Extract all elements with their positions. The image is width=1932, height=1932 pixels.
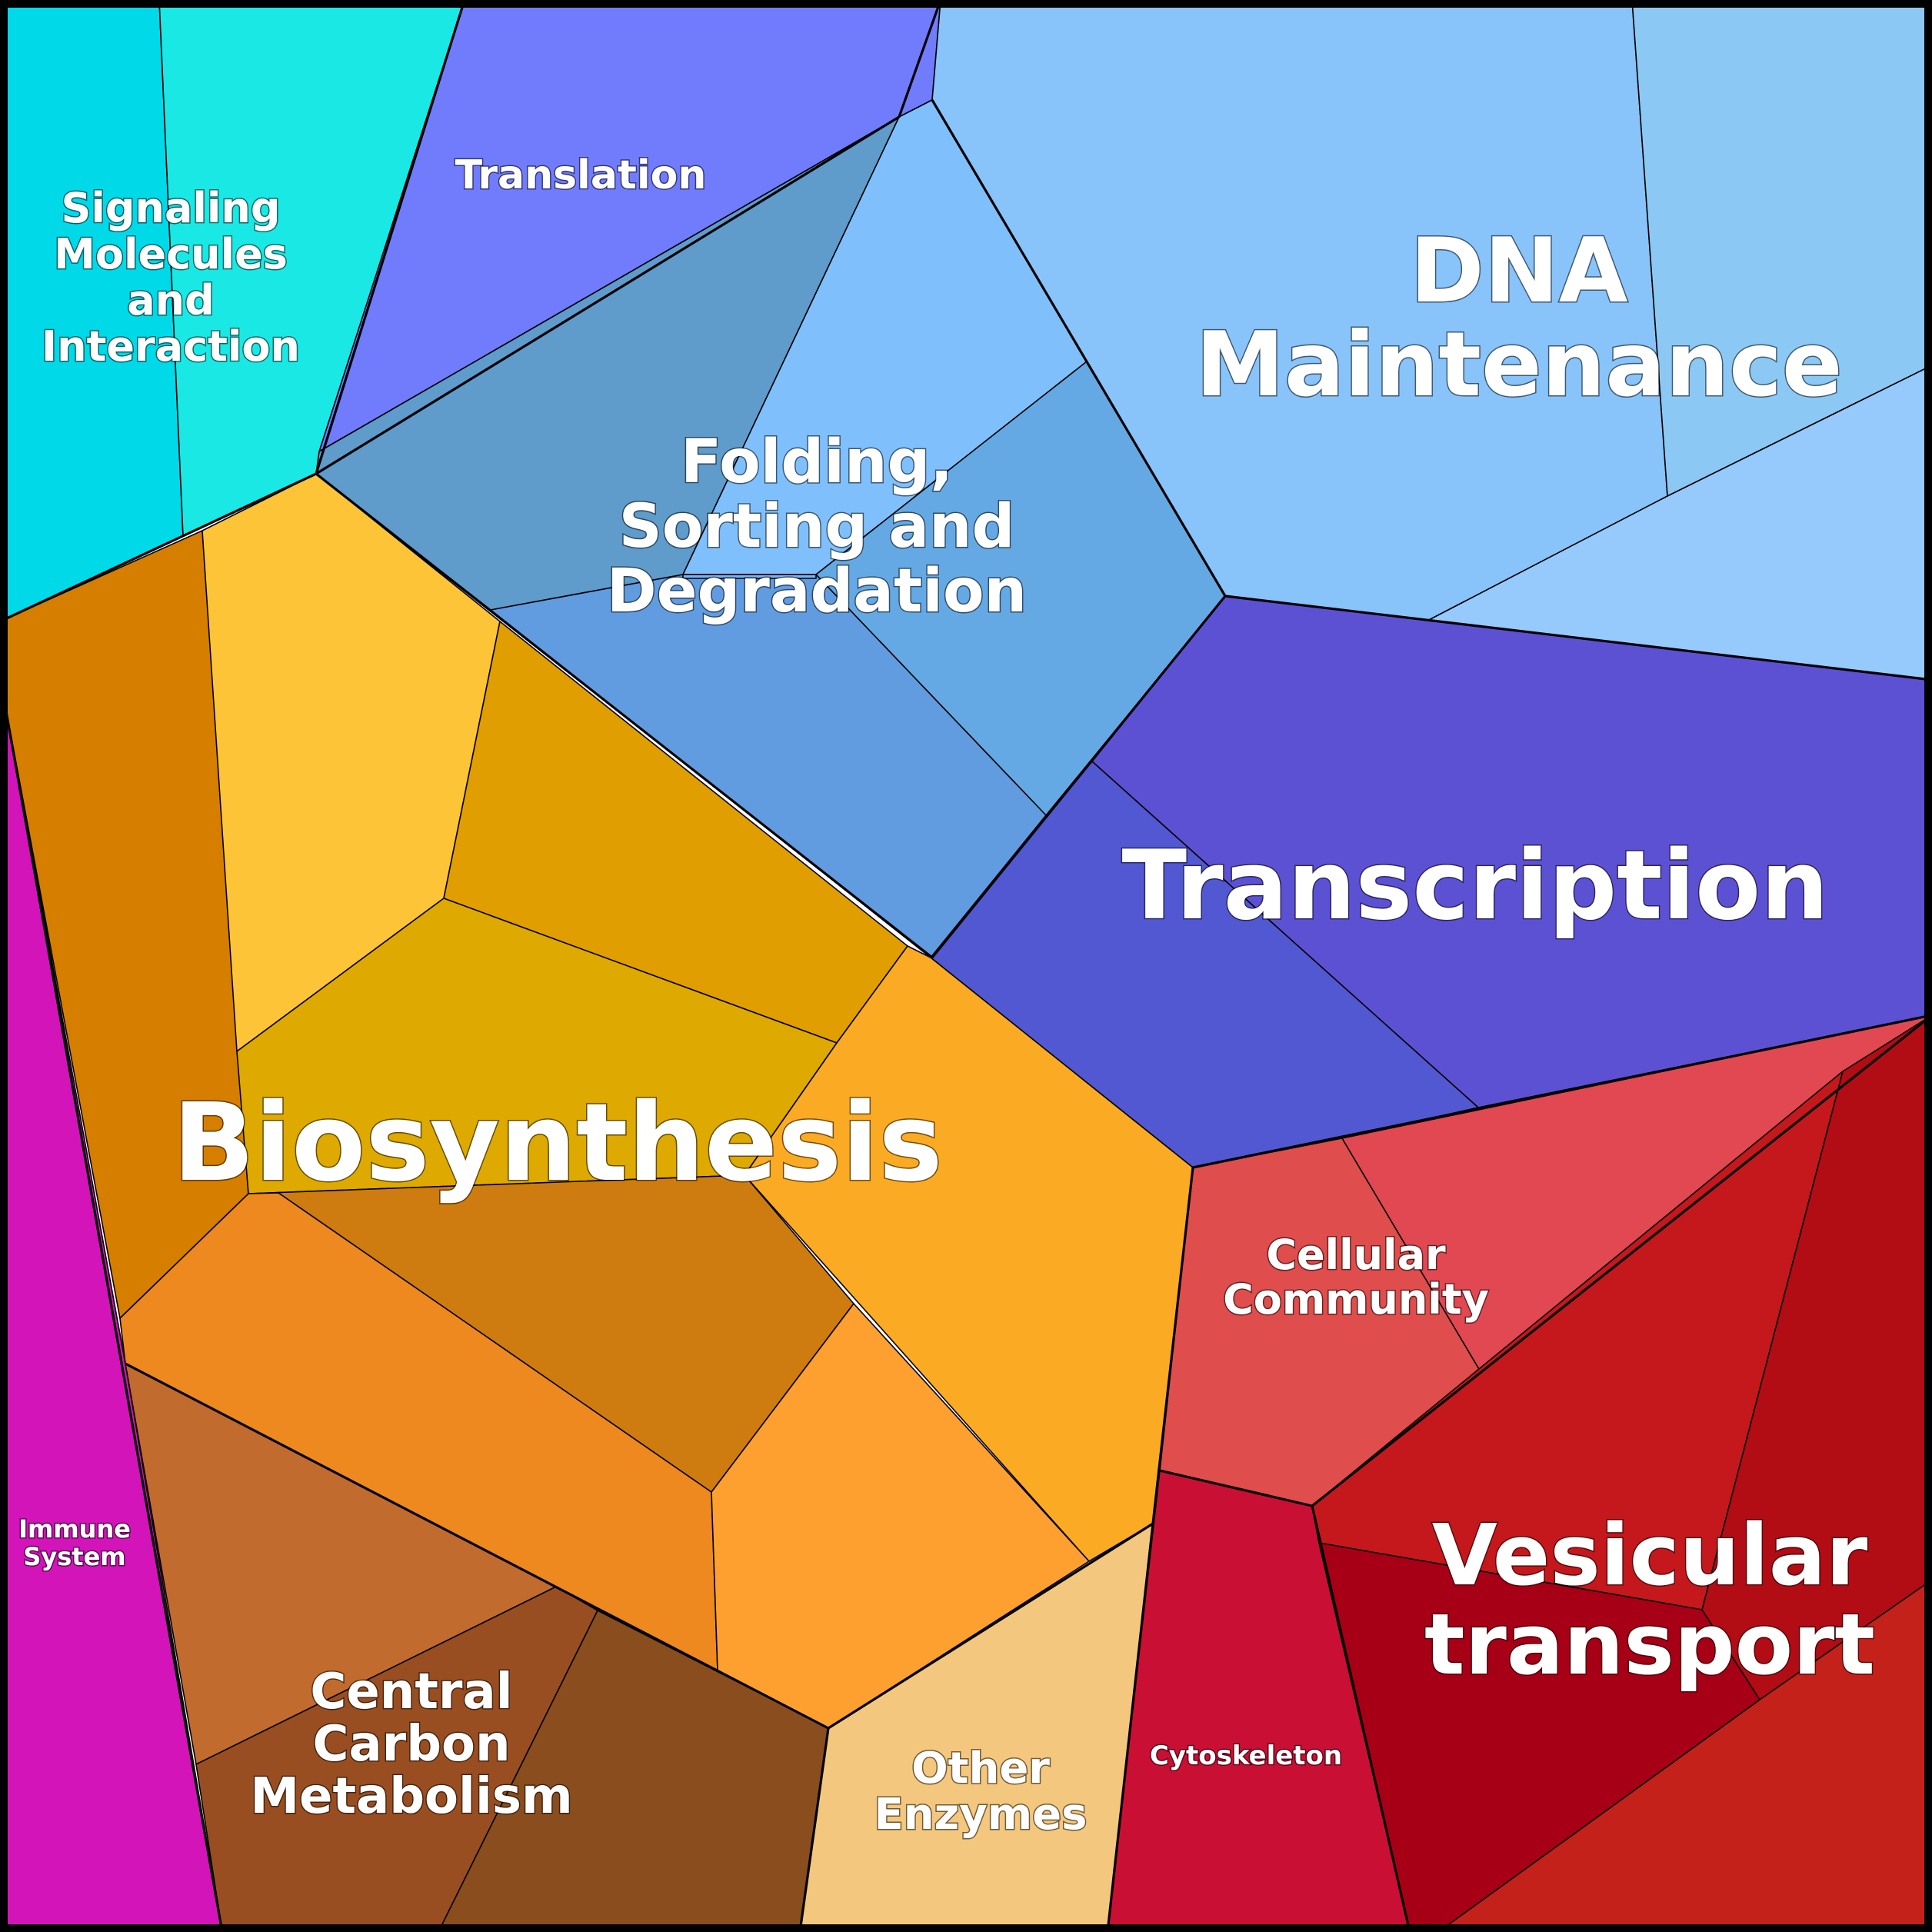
group-dna <box>931 0 1932 681</box>
label-line: Vesicular <box>1432 1506 1868 1604</box>
label-line: Enzymes <box>874 1790 1088 1840</box>
label-line: Interaction <box>42 322 300 371</box>
label-line: Molecules <box>54 230 288 278</box>
group-border <box>1311 1014 1932 1507</box>
label-cytoskeleton: Cytoskeleton <box>1150 1740 1342 1771</box>
label-line: Translation <box>455 152 707 198</box>
label-line: Cytoskeleton <box>1150 1740 1342 1771</box>
group-border <box>315 0 942 475</box>
label-line: Transcription <box>1121 831 1828 941</box>
label-line: Carbon <box>312 1716 510 1773</box>
group-border <box>828 1014 1932 1730</box>
cell-ves-d <box>1437 1579 1932 1932</box>
group-biosynthesis <box>0 473 1194 1729</box>
label-line: System <box>23 1542 125 1571</box>
group-border <box>1106 1523 1154 1932</box>
label-biosynthesis: Biosynthesis <box>172 1081 942 1206</box>
group-folding <box>315 99 1226 958</box>
label-line: Immune <box>18 1514 131 1544</box>
label-line: Signaling <box>61 184 280 232</box>
group-carbon <box>125 1363 829 1932</box>
label-translation: Translation <box>455 152 707 198</box>
label-line: Degradation <box>607 557 1027 626</box>
group-border <box>931 99 1227 597</box>
group-border <box>0 676 224 1932</box>
cell-dna-b <box>1631 0 1932 497</box>
cell-dna-c <box>1428 365 1932 681</box>
label-line: Biosynthesis <box>172 1081 942 1206</box>
cell-fold-e <box>682 574 817 579</box>
label-line: DNA <box>1410 219 1627 323</box>
label-transcription: Transcription <box>1121 831 1828 941</box>
label-line: Cellular <box>1266 1231 1446 1279</box>
label-line: Metabolism <box>250 1768 572 1825</box>
label-line: Central <box>310 1664 512 1720</box>
group-border <box>315 472 1932 959</box>
group-signaling <box>0 0 465 622</box>
label-line: transport <box>1424 1595 1875 1694</box>
label-line: Folding, <box>681 428 953 497</box>
group-vesicular <box>1311 1014 1932 1932</box>
label-line: Community <box>1223 1275 1489 1324</box>
label-line: Sorting and <box>619 492 1015 561</box>
label-line: and <box>127 276 215 325</box>
label-line: Other <box>911 1744 1050 1794</box>
label-line: Maintenance <box>1195 313 1842 417</box>
